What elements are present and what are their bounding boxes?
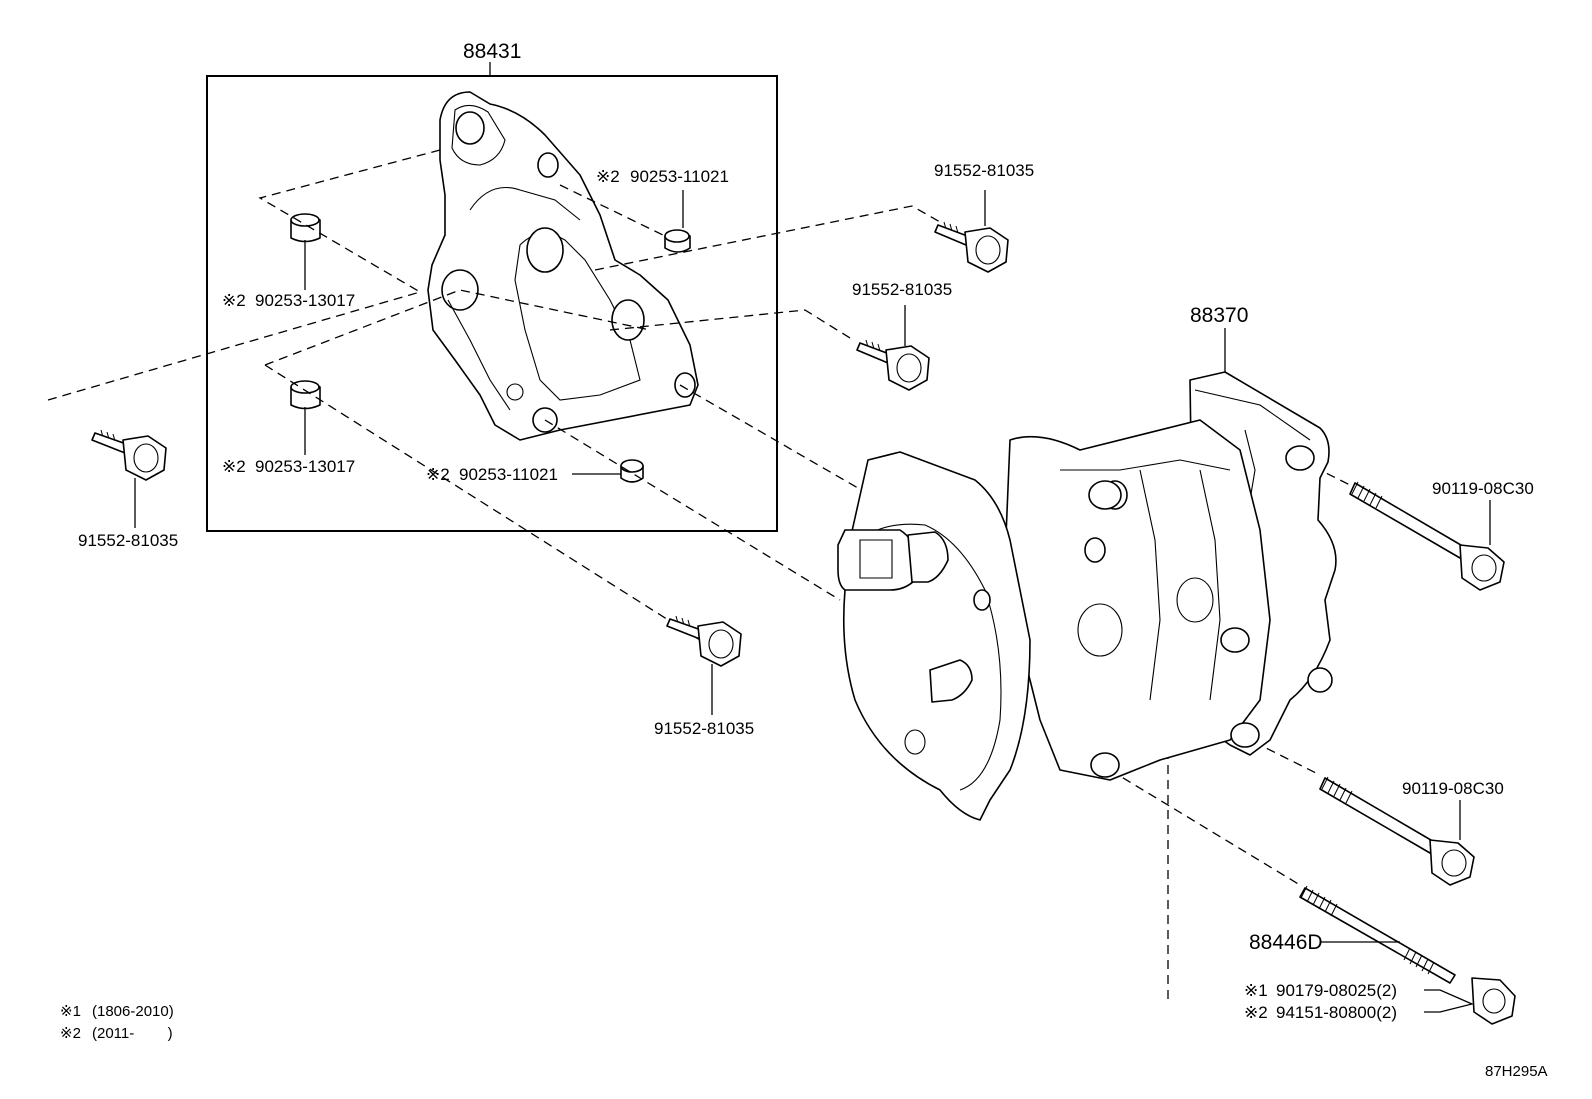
bolt-bottom	[666, 615, 742, 715]
collar-upper-left	[290, 213, 321, 290]
collar-lower-left-mark: ※2	[222, 457, 246, 476]
nut-option2-mark: ※2	[1244, 1003, 1268, 1022]
bolt-left	[91, 429, 167, 528]
bolt-left-part-number[interactable]: 91552-81035	[78, 531, 178, 550]
collar-top-right-mark: ※2	[596, 167, 620, 186]
compressor-part-number[interactable]: 88370	[1190, 304, 1248, 327]
stud-part-number[interactable]: 88446D	[1249, 931, 1323, 954]
bolt-bottom-part-number[interactable]: 91552-81035	[654, 719, 754, 738]
collar-top-right-part-number[interactable]: 90253-11021	[630, 167, 729, 186]
collar-bottom-right-part-number[interactable]: 90253-11021	[459, 465, 558, 484]
long-bolt-lower-part-number[interactable]: 90119-08C30	[1402, 779, 1504, 798]
nut-option2-part-number[interactable]: 94151-80800(2)	[1276, 1003, 1397, 1022]
bolt-middle	[856, 305, 930, 391]
collar-bottom-right	[572, 459, 644, 483]
collar-upper-left-mark: ※2	[222, 291, 246, 310]
footnote-1-mark: ※1	[60, 1003, 81, 1020]
bracket-assembly-frame	[206, 75, 778, 532]
compressor-drawing	[837, 328, 1337, 821]
collar-lower-left	[290, 380, 321, 455]
bracket-assembly-group: 88431	[206, 40, 778, 532]
footnote-2-text: (2011- )	[92, 1025, 173, 1042]
footnote-2-mark: ※2	[60, 1025, 81, 1042]
long-bolt-upper	[1349, 481, 1505, 591]
bolt-middle-part-number[interactable]: 91552-81035	[852, 280, 952, 299]
long-bolt-lower	[1319, 776, 1475, 886]
collar-bottom-right-mark: ※2	[426, 465, 450, 484]
nut-option1-part-number[interactable]: 90179-08025(2)	[1276, 981, 1397, 1000]
assembly-lines	[47, 149, 1361, 1000]
stud	[1299, 885, 1456, 984]
footnote-1-text: (1806-2010)	[92, 1003, 174, 1020]
bolt-top-right-part-number[interactable]: 91552-81035	[934, 161, 1034, 180]
footnotes: ※1 (1806-2010) ※2 (2011- )	[60, 1003, 174, 1042]
collar-top-right	[664, 190, 691, 253]
nut	[1424, 977, 1516, 1025]
collar-upper-left-part-number[interactable]: 90253-13017	[255, 291, 355, 310]
bracket-drawing	[427, 91, 699, 441]
long-bolt-upper-part-number[interactable]: 90119-08C30	[1432, 479, 1534, 498]
collar-lower-left-part-number[interactable]: 90253-13017	[255, 457, 355, 476]
bracket-assembly-part-number[interactable]: 88431	[463, 40, 521, 63]
bolt-top-right	[934, 190, 1009, 273]
diagram-code: 87H295A	[1485, 1063, 1548, 1080]
nut-option1-mark: ※1	[1244, 981, 1268, 1000]
